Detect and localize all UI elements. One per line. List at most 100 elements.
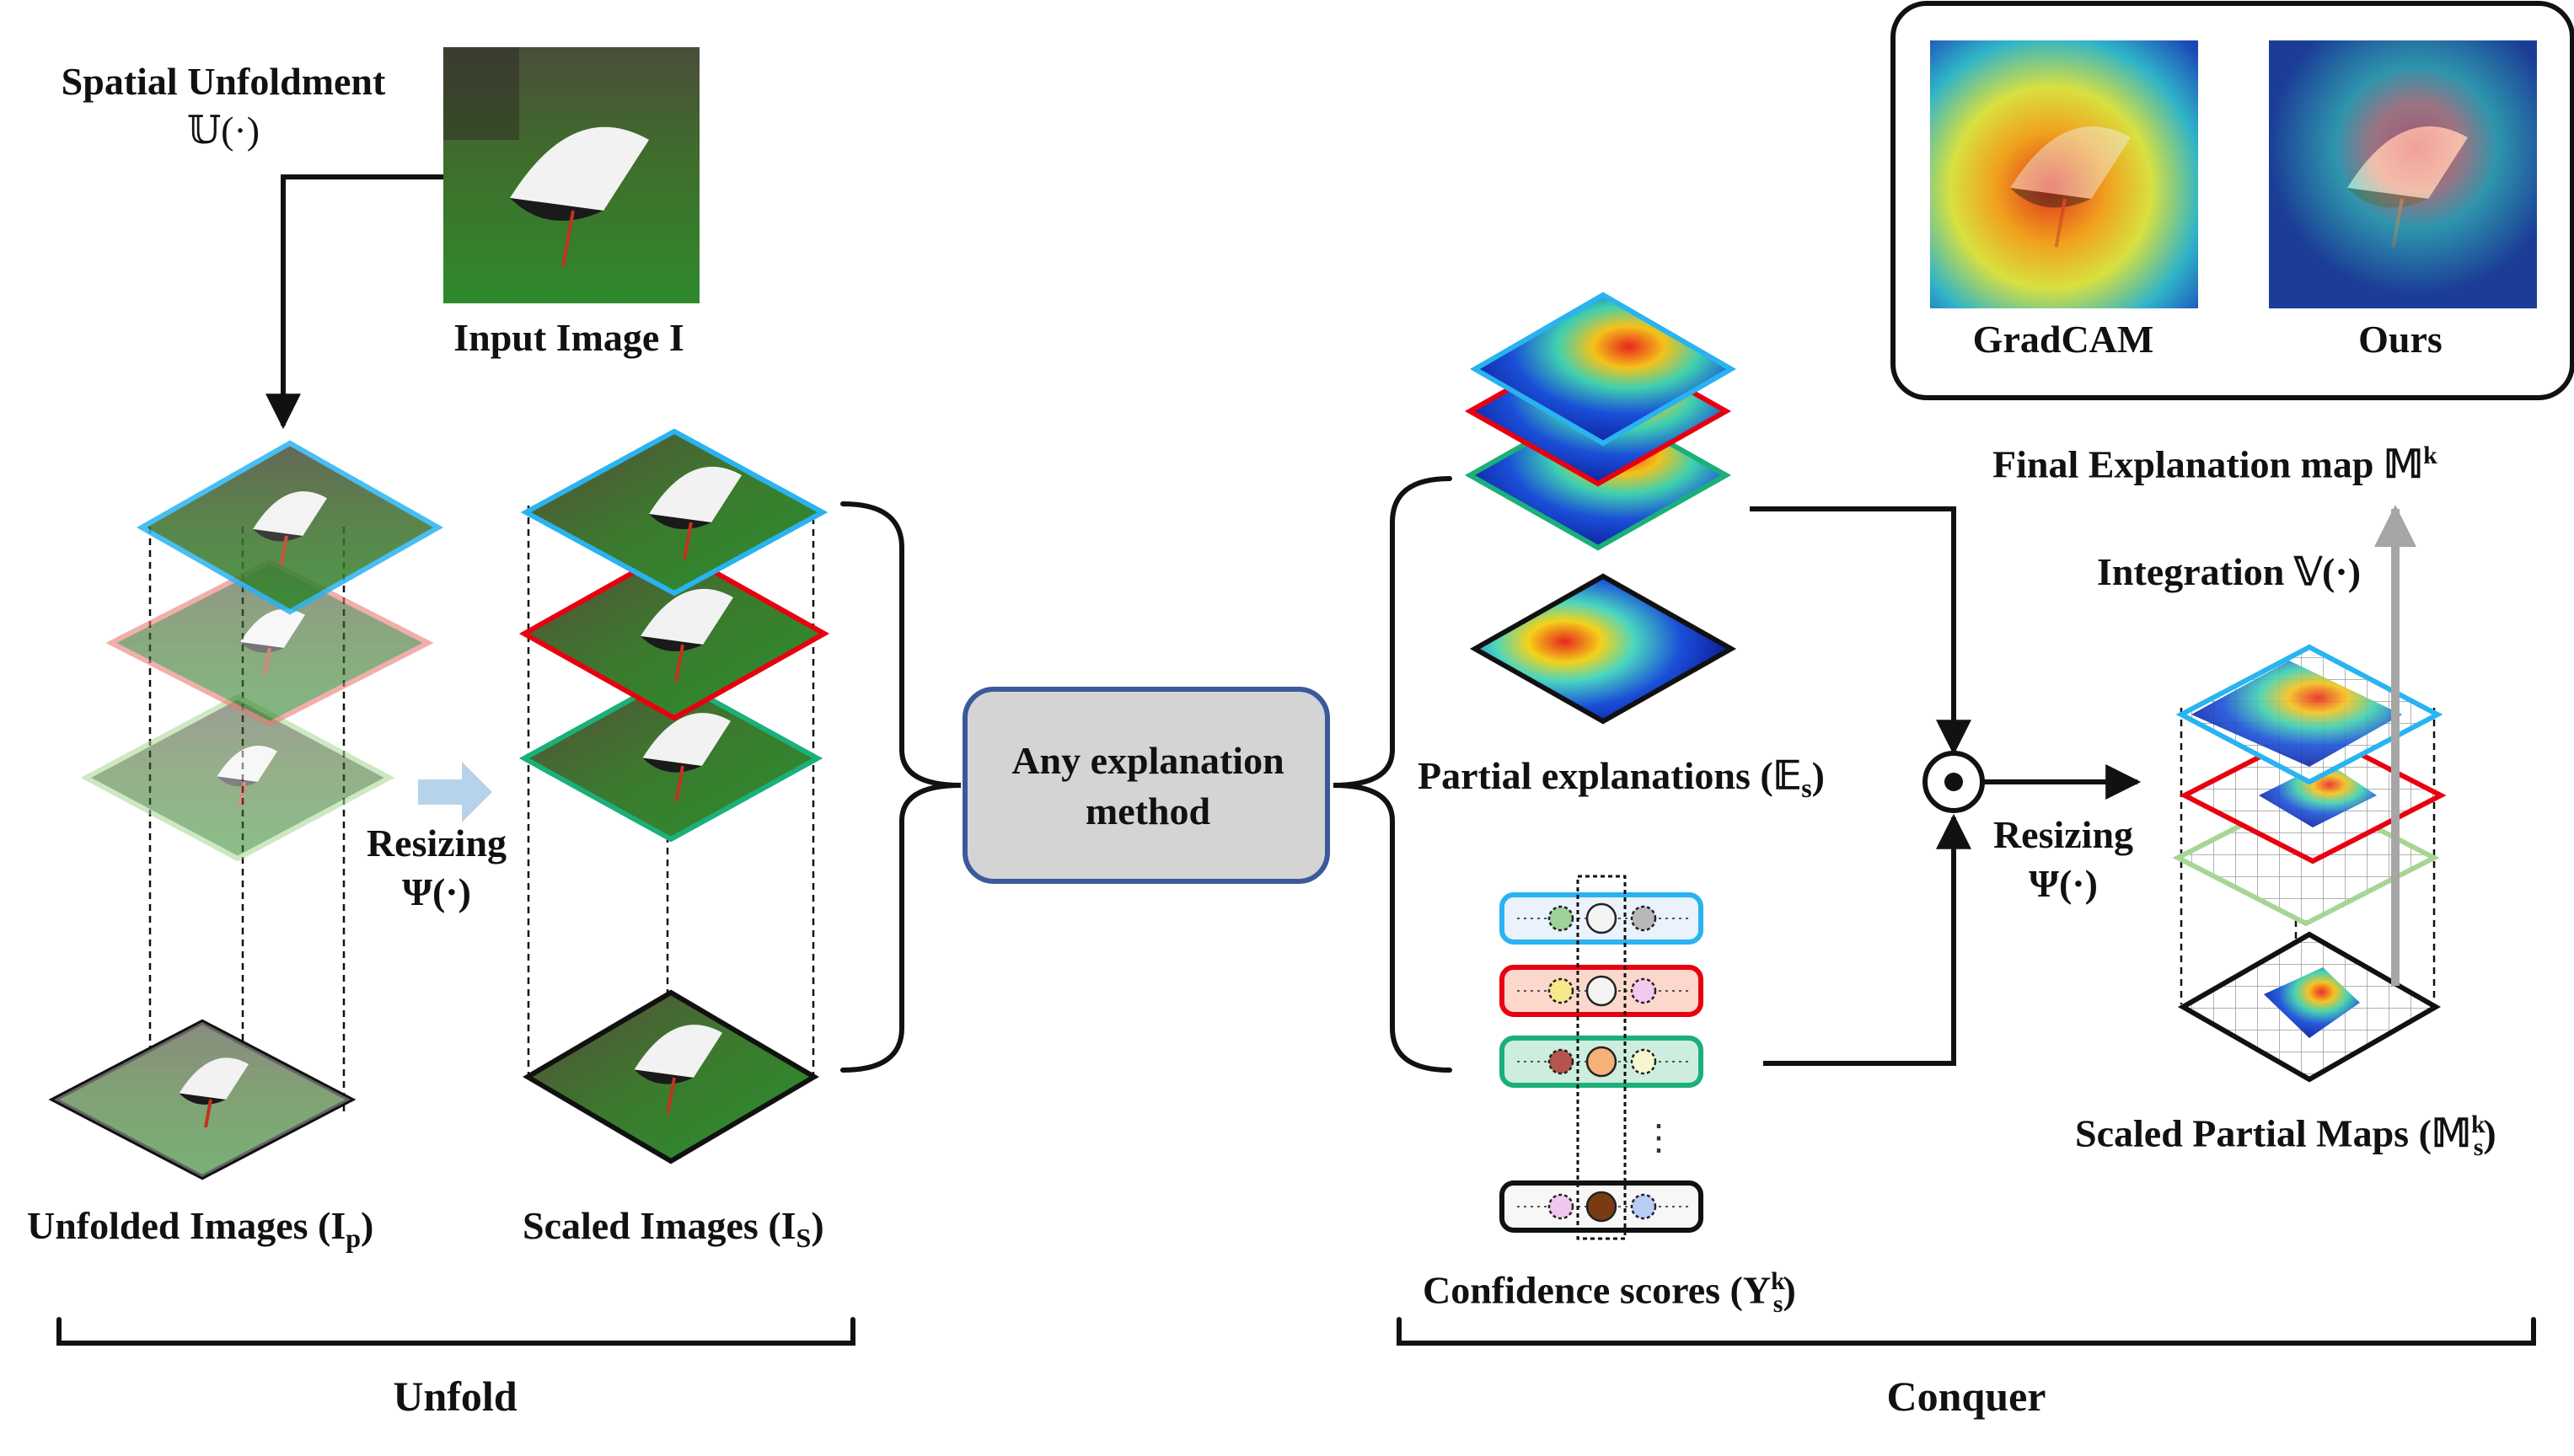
final-map-label: Final Explanation map 𝕄k <box>1992 442 2437 486</box>
confidence-dot <box>1585 1191 1617 1223</box>
confidence-dot <box>1547 1048 1574 1075</box>
resizing-right-label: Resizing <box>1992 813 2134 856</box>
method-box-line1: Any explanation <box>1011 739 1284 782</box>
confidence-dot <box>1585 1046 1617 1078</box>
unfolded-plate-green <box>80 693 395 862</box>
scaled-plate-blue <box>520 428 829 597</box>
input-image-trees <box>443 47 519 140</box>
method-box <box>963 687 1330 884</box>
bird-body <box>649 466 742 522</box>
integration-label: Integration 𝕍(·) <box>2097 550 2362 593</box>
bird-body <box>510 126 649 211</box>
bird-leg <box>683 522 693 560</box>
bird-wing <box>253 529 303 542</box>
bird-wing <box>240 642 284 653</box>
method-box-line2: method <box>1085 790 1211 832</box>
partial-plate-black-fill <box>1469 573 1737 725</box>
scaled-partial-maps-label: Scaled Partial Maps (𝕄ks) <box>2075 1111 2496 1161</box>
scaled-images-label: Scaled Images (IS) <box>523 1204 824 1254</box>
brace-method-to-outputs <box>1333 476 1452 1073</box>
ellipsis-marker: ⋮ <box>1641 1119 1676 1158</box>
bird-body <box>179 1057 249 1100</box>
bird-leg <box>204 1099 212 1128</box>
bird-wing <box>179 1093 226 1105</box>
confidence-row <box>1499 1180 1703 1233</box>
spatial-unfoldment-label: Spatial Unfoldment <box>61 60 386 103</box>
ours-image <box>2269 40 2537 308</box>
map-base-plate <box>2177 931 2442 1083</box>
bird-body <box>240 608 305 648</box>
gradcam-overlay <box>1930 40 2198 308</box>
bird-body <box>634 1025 722 1078</box>
bird-wing <box>641 636 703 651</box>
resize-arrow-left <box>418 762 492 822</box>
input-image-label: Input Image I <box>453 316 684 359</box>
confidence-row <box>1499 965 1703 1017</box>
confidence-dot <box>1547 905 1574 932</box>
bird-leg <box>674 765 684 802</box>
bird-leg <box>561 210 575 267</box>
bird-body <box>641 588 733 645</box>
resizing-right-function: Ψ(·) <box>2029 862 2098 905</box>
scaled-base-plate <box>523 989 819 1164</box>
bird-body <box>642 713 731 766</box>
resizing-left-label: Resizing <box>366 822 507 864</box>
ours-overlay <box>2269 40 2537 308</box>
bird-leg <box>666 1077 676 1114</box>
map-base-heat <box>2264 967 2360 1038</box>
hadamard-product-dot <box>1944 773 1963 791</box>
bird-wing <box>649 514 711 529</box>
unfold-bracket <box>56 1317 855 1346</box>
partial-explanations-label: Partial explanations (𝔼s) <box>1418 754 1825 804</box>
ours-label: Ours <box>2358 318 2443 361</box>
map-plate-blue <box>2175 644 2443 785</box>
bird-leg <box>279 535 288 566</box>
bird-wing <box>217 776 258 787</box>
scaled-plate-green <box>518 674 823 843</box>
gradcam-label: GradCAM <box>1972 318 2154 361</box>
partial-plate-blue-fill <box>1470 292 1736 447</box>
arrow-scores-to-product <box>1763 813 1971 1066</box>
unfold-arrow <box>265 174 443 430</box>
confidence-dot <box>1547 1193 1574 1220</box>
bird-leg <box>263 647 271 675</box>
unfolded-plate-blue <box>136 440 444 615</box>
confidence-row <box>1499 892 1703 945</box>
confidence-dot <box>1585 975 1617 1007</box>
bird-wing <box>634 1069 694 1084</box>
conquer-bracket <box>1397 1317 2536 1346</box>
arrow-explanations-to-product <box>1750 506 1971 756</box>
bird-body <box>217 746 277 782</box>
confidence-scores-label: Confidence scores (Yks) <box>1423 1267 1796 1318</box>
confidence-row <box>1499 1036 1703 1088</box>
unfolded-base-plate <box>48 1019 357 1180</box>
map-blue-heat <box>2191 661 2402 767</box>
confidence-dot <box>1630 977 1657 1004</box>
resizing-left-function: Ψ(·) <box>402 870 471 913</box>
map-red-heat <box>2259 762 2377 827</box>
unfold-stage-label: Unfold <box>393 1373 517 1420</box>
confidence-dot <box>1630 1193 1657 1220</box>
partial-plate-blue <box>1470 292 1736 447</box>
bird-wing <box>642 757 702 773</box>
bird-wing <box>510 198 603 221</box>
bird-leg <box>674 644 684 682</box>
confidence-dot <box>1585 902 1617 934</box>
unfolded-images-label: Unfolded Images (Ip) <box>27 1204 374 1254</box>
spatial-unfoldment-function: 𝕌(·) <box>186 109 260 152</box>
bird-leg <box>238 781 246 806</box>
confidence-dot <box>1547 977 1574 1004</box>
confidence-dot <box>1630 1048 1657 1075</box>
conquer-stage-label: Conquer <box>1886 1373 2046 1420</box>
confidence-dot <box>1630 905 1657 932</box>
confidence-selection-box <box>1576 875 1627 1240</box>
bird-body <box>253 491 327 536</box>
unfolded-plate-red <box>105 559 434 727</box>
brace-scaled-to-method <box>840 501 962 1073</box>
gradcam-image <box>1930 40 2198 308</box>
scaled-plate-red <box>518 546 830 721</box>
input-image <box>443 47 700 303</box>
partial-plate-black <box>1469 573 1737 725</box>
